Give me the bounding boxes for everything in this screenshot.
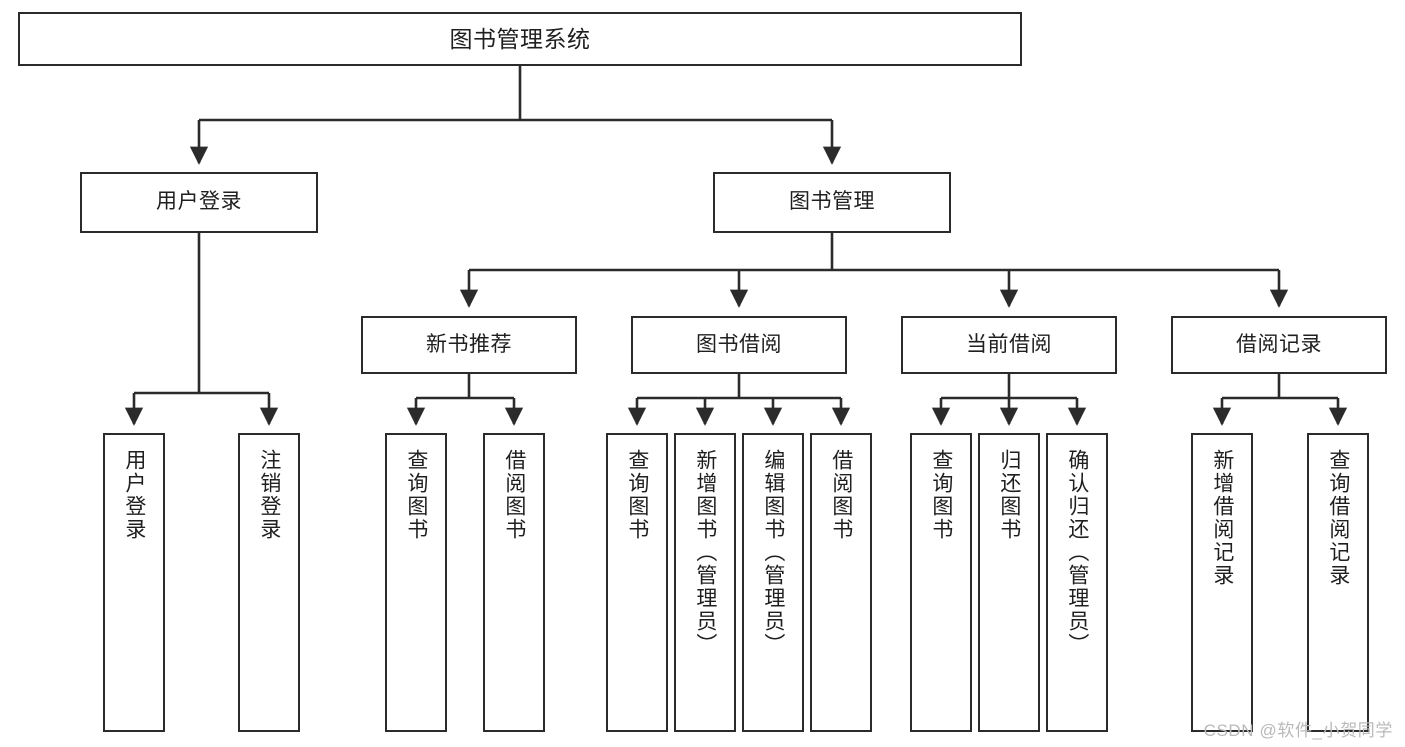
node-leaf-confirm-return-admin[interactable]: 确认归还（管理员） [1046,433,1108,732]
node-label: 查询借阅记录 [1326,449,1350,587]
node-new-book-recommend[interactable]: 新书推荐 [361,316,577,374]
watermark-text: CSDN @软件_小贺同学 [1203,721,1393,740]
node-label: 图书管理 [789,190,875,214]
node-leaf-return-book[interactable]: 归还图书 [978,433,1040,732]
node-label: 新书推荐 [426,332,512,356]
node-label: 用户登录 [122,449,146,541]
node-label: 当前借阅 [966,332,1052,356]
node-label: 归还图书 [997,449,1021,541]
node-label: 用户登录 [156,190,242,214]
node-leaf-add-book-admin[interactable]: 新增图书（管理员） [674,433,736,732]
node-label: 查询图书 [929,449,953,541]
node-leaf-query-borrow-record[interactable]: 查询借阅记录 [1307,433,1369,732]
node-label: 查询图书 [404,449,428,541]
node-leaf-logout[interactable]: 注销登录 [238,433,300,732]
node-user-login[interactable]: 用户登录 [80,172,318,233]
node-label: 查询图书 [625,449,649,541]
node-label: 编辑图书（管理员） [761,449,785,656]
node-leaf-query-book[interactable]: 查询图书 [606,433,668,732]
node-root-system[interactable]: 图书管理系统 [18,12,1022,66]
node-label: 新增图书（管理员） [693,449,717,656]
node-book-management[interactable]: 图书管理 [713,172,951,233]
node-leaf-query-book-recommend[interactable]: 查询图书 [385,433,447,732]
node-label: 确认归还（管理员） [1065,449,1089,656]
node-label: 图书管理系统 [449,25,591,52]
node-book-borrow[interactable]: 图书借阅 [631,316,847,374]
node-label: 注销登录 [257,449,281,541]
node-borrow-record[interactable]: 借阅记录 [1171,316,1387,374]
node-leaf-add-borrow-record[interactable]: 新增借阅记录 [1191,433,1253,732]
node-leaf-borrow-book-recommend[interactable]: 借阅图书 [483,433,545,732]
node-current-borrow[interactable]: 当前借阅 [901,316,1117,374]
node-label: 借阅图书 [829,449,853,541]
node-label: 新增借阅记录 [1210,449,1234,587]
node-label: 借阅记录 [1236,332,1322,356]
node-label: 图书借阅 [696,332,782,356]
node-leaf-user-login[interactable]: 用户登录 [103,433,165,732]
node-leaf-edit-book-admin[interactable]: 编辑图书（管理员） [742,433,804,732]
node-leaf-query-book-current[interactable]: 查询图书 [910,433,972,732]
node-label: 借阅图书 [502,449,526,541]
node-leaf-borrow-book[interactable]: 借阅图书 [810,433,872,732]
